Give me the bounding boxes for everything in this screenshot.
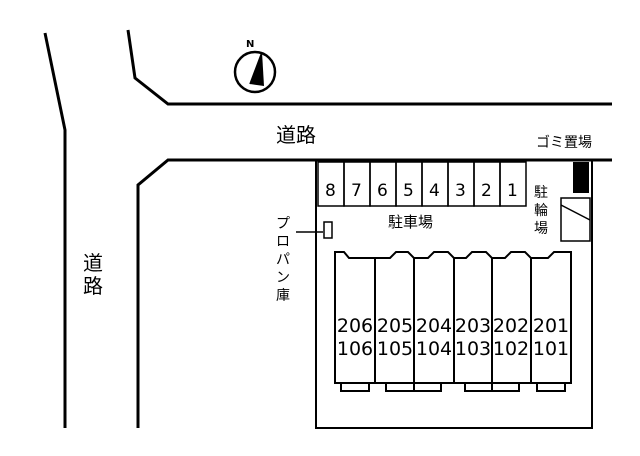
unit-balcony	[340, 382, 370, 392]
unit-lower-number: 106	[337, 338, 373, 360]
compass: N	[233, 39, 277, 94]
road-label-left-2: 路	[83, 274, 103, 298]
propane-storage	[323, 221, 333, 239]
garbage-area-label: ゴミ置場	[536, 134, 592, 151]
parking-slot-label: 2	[481, 181, 492, 201]
unit-balcony	[491, 382, 520, 392]
propane-label-3: パ	[276, 252, 290, 268]
bicycle-parking	[560, 197, 591, 242]
garbage-area	[573, 162, 589, 193]
unit-lower-number: 104	[416, 338, 452, 360]
unit-lower-number: 105	[377, 338, 413, 360]
unit-205	[374, 251, 415, 384]
parking-slot-label: 1	[507, 181, 518, 201]
parking-slot-label: 3	[455, 181, 466, 201]
compass-ring	[233, 50, 277, 94]
propane-label-4: ン	[276, 270, 290, 286]
unit-balcony	[413, 382, 442, 392]
parking-slot-label: 5	[403, 181, 414, 201]
road-top-edge	[126, 29, 612, 106]
unit-upper-number: 206	[337, 315, 373, 337]
parking-slot-1	[499, 161, 527, 207]
bicycle-label-3: 場	[534, 221, 548, 237]
unit-upper-number: 204	[416, 315, 452, 337]
north-arrow-icon	[250, 52, 264, 86]
unit-upper-number: 202	[493, 315, 529, 337]
parking-slot-label: 6	[377, 181, 388, 201]
parking-slot-label: 8	[325, 181, 336, 201]
unit-balcony	[385, 382, 415, 392]
unit-201	[530, 251, 572, 384]
propane-label-2: ロ	[276, 234, 290, 250]
unit-balcony	[464, 382, 493, 392]
unit-upper-number: 205	[377, 315, 413, 337]
unit-upper-number: 203	[455, 315, 491, 337]
parking-label: 駐車場	[388, 213, 433, 231]
apartment-building	[334, 251, 572, 392]
parking-slot-label: 4	[429, 181, 440, 201]
road-lines	[43, 29, 612, 428]
road-label-left-1: 道	[83, 251, 103, 275]
road-label-top: 道路	[276, 123, 316, 147]
bicycle-label-2: 輪	[534, 202, 548, 219]
compass-north-label: N	[246, 39, 254, 50]
unit-lower-number: 103	[455, 338, 491, 360]
parking-slot-label: 7	[351, 181, 362, 201]
unit-203	[453, 251, 493, 384]
parking-area	[317, 161, 527, 207]
unit-lower-number: 102	[493, 338, 529, 360]
site-boundary	[315, 159, 593, 429]
unit-lower-number: 101	[533, 338, 569, 360]
propane-label-1: プ	[276, 216, 290, 232]
bicycle-label-1: 駐	[534, 185, 548, 201]
propane-label-5: 庫	[276, 287, 290, 304]
unit-upper-number: 201	[533, 315, 569, 337]
road-left-edge	[43, 32, 67, 428]
unit-balcony	[536, 382, 566, 392]
